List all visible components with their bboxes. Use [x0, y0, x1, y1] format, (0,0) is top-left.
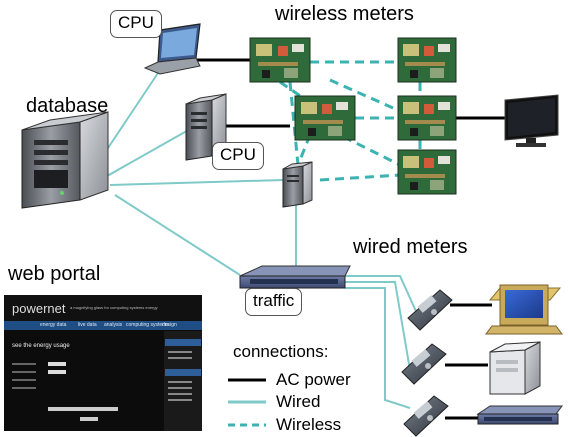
web-portal-screenshot: powernet a magnifying glass for computin… — [4, 295, 202, 431]
wired-meter-3 — [403, 395, 449, 437]
monitor-icon — [504, 94, 559, 147]
portal-sidebar-header — [165, 369, 201, 376]
portal-form-label — [12, 379, 36, 381]
portal-nav-item: design — [162, 322, 177, 328]
wireless-meter-board-5 — [397, 149, 457, 195]
wired-meters-label: wired meters — [353, 236, 468, 258]
wired-meter-1 — [407, 289, 453, 331]
ac-power-connections — [195, 58, 505, 420]
portal-header — [4, 295, 202, 321]
portal-sidebar-line — [168, 399, 192, 401]
portal-form-field — [48, 370, 66, 374]
hub-server-icon — [282, 161, 313, 208]
portal-heading: see the energy usage — [12, 343, 70, 349]
legend-item-wireless: Wireless — [276, 415, 342, 434]
wireless-meters-label: wireless meters — [275, 3, 414, 25]
portal-nav — [4, 321, 202, 330]
traffic-label: traffic — [245, 288, 303, 316]
portal-sidebar-line — [168, 387, 192, 389]
wireless-meter-board-4 — [397, 95, 457, 141]
portal-sidebar-line — [168, 393, 192, 395]
database-label: database — [26, 95, 109, 117]
legend-item-ac-power: AC power — [276, 370, 351, 389]
portal-sidebar-header — [165, 339, 201, 346]
cpu-desktop-icon — [185, 93, 227, 161]
legend-title: connections: — [233, 342, 329, 361]
wireless-meter-board-1 — [249, 37, 311, 83]
desktop-pc-icon — [485, 284, 563, 335]
cpu-desktop-label: CPU — [212, 142, 264, 170]
portal-nav-item: energy data — [40, 322, 67, 328]
network-switch-icon — [239, 265, 351, 289]
legend-swatches — [228, 378, 266, 427]
portal-brand: powernet — [12, 301, 66, 316]
wireless-meter-board-2 — [397, 37, 457, 83]
database-server-icon — [21, 111, 109, 209]
small-switch-icon — [476, 405, 563, 425]
portal-nav-item: computing systems — [126, 322, 169, 328]
portal-form-field — [48, 362, 66, 366]
laptop-icon — [143, 23, 201, 75]
cpu-laptop-label: CPU — [110, 10, 162, 38]
portal-date-fields — [48, 407, 118, 411]
portal-form-label — [12, 363, 36, 365]
portal-tagline: a magnifying glass for computing systems… — [70, 305, 158, 310]
portal-nav-item: live data — [78, 322, 97, 328]
wireless-meter-board-3 — [294, 95, 356, 141]
portal-submit-button — [80, 417, 98, 421]
wired-meter-2 — [401, 343, 447, 385]
web-portal-label: web portal — [8, 263, 101, 285]
portal-sidebar-line — [168, 351, 192, 353]
tower-pc-icon — [489, 341, 541, 395]
portal-nav-item: analysis — [104, 322, 123, 328]
legend-item-wired: Wired — [276, 392, 321, 411]
portal-form-label — [12, 371, 36, 373]
portal-sidebar-line — [168, 381, 192, 383]
portal-form-label — [12, 387, 36, 389]
portal-sidebar-line — [168, 357, 192, 359]
